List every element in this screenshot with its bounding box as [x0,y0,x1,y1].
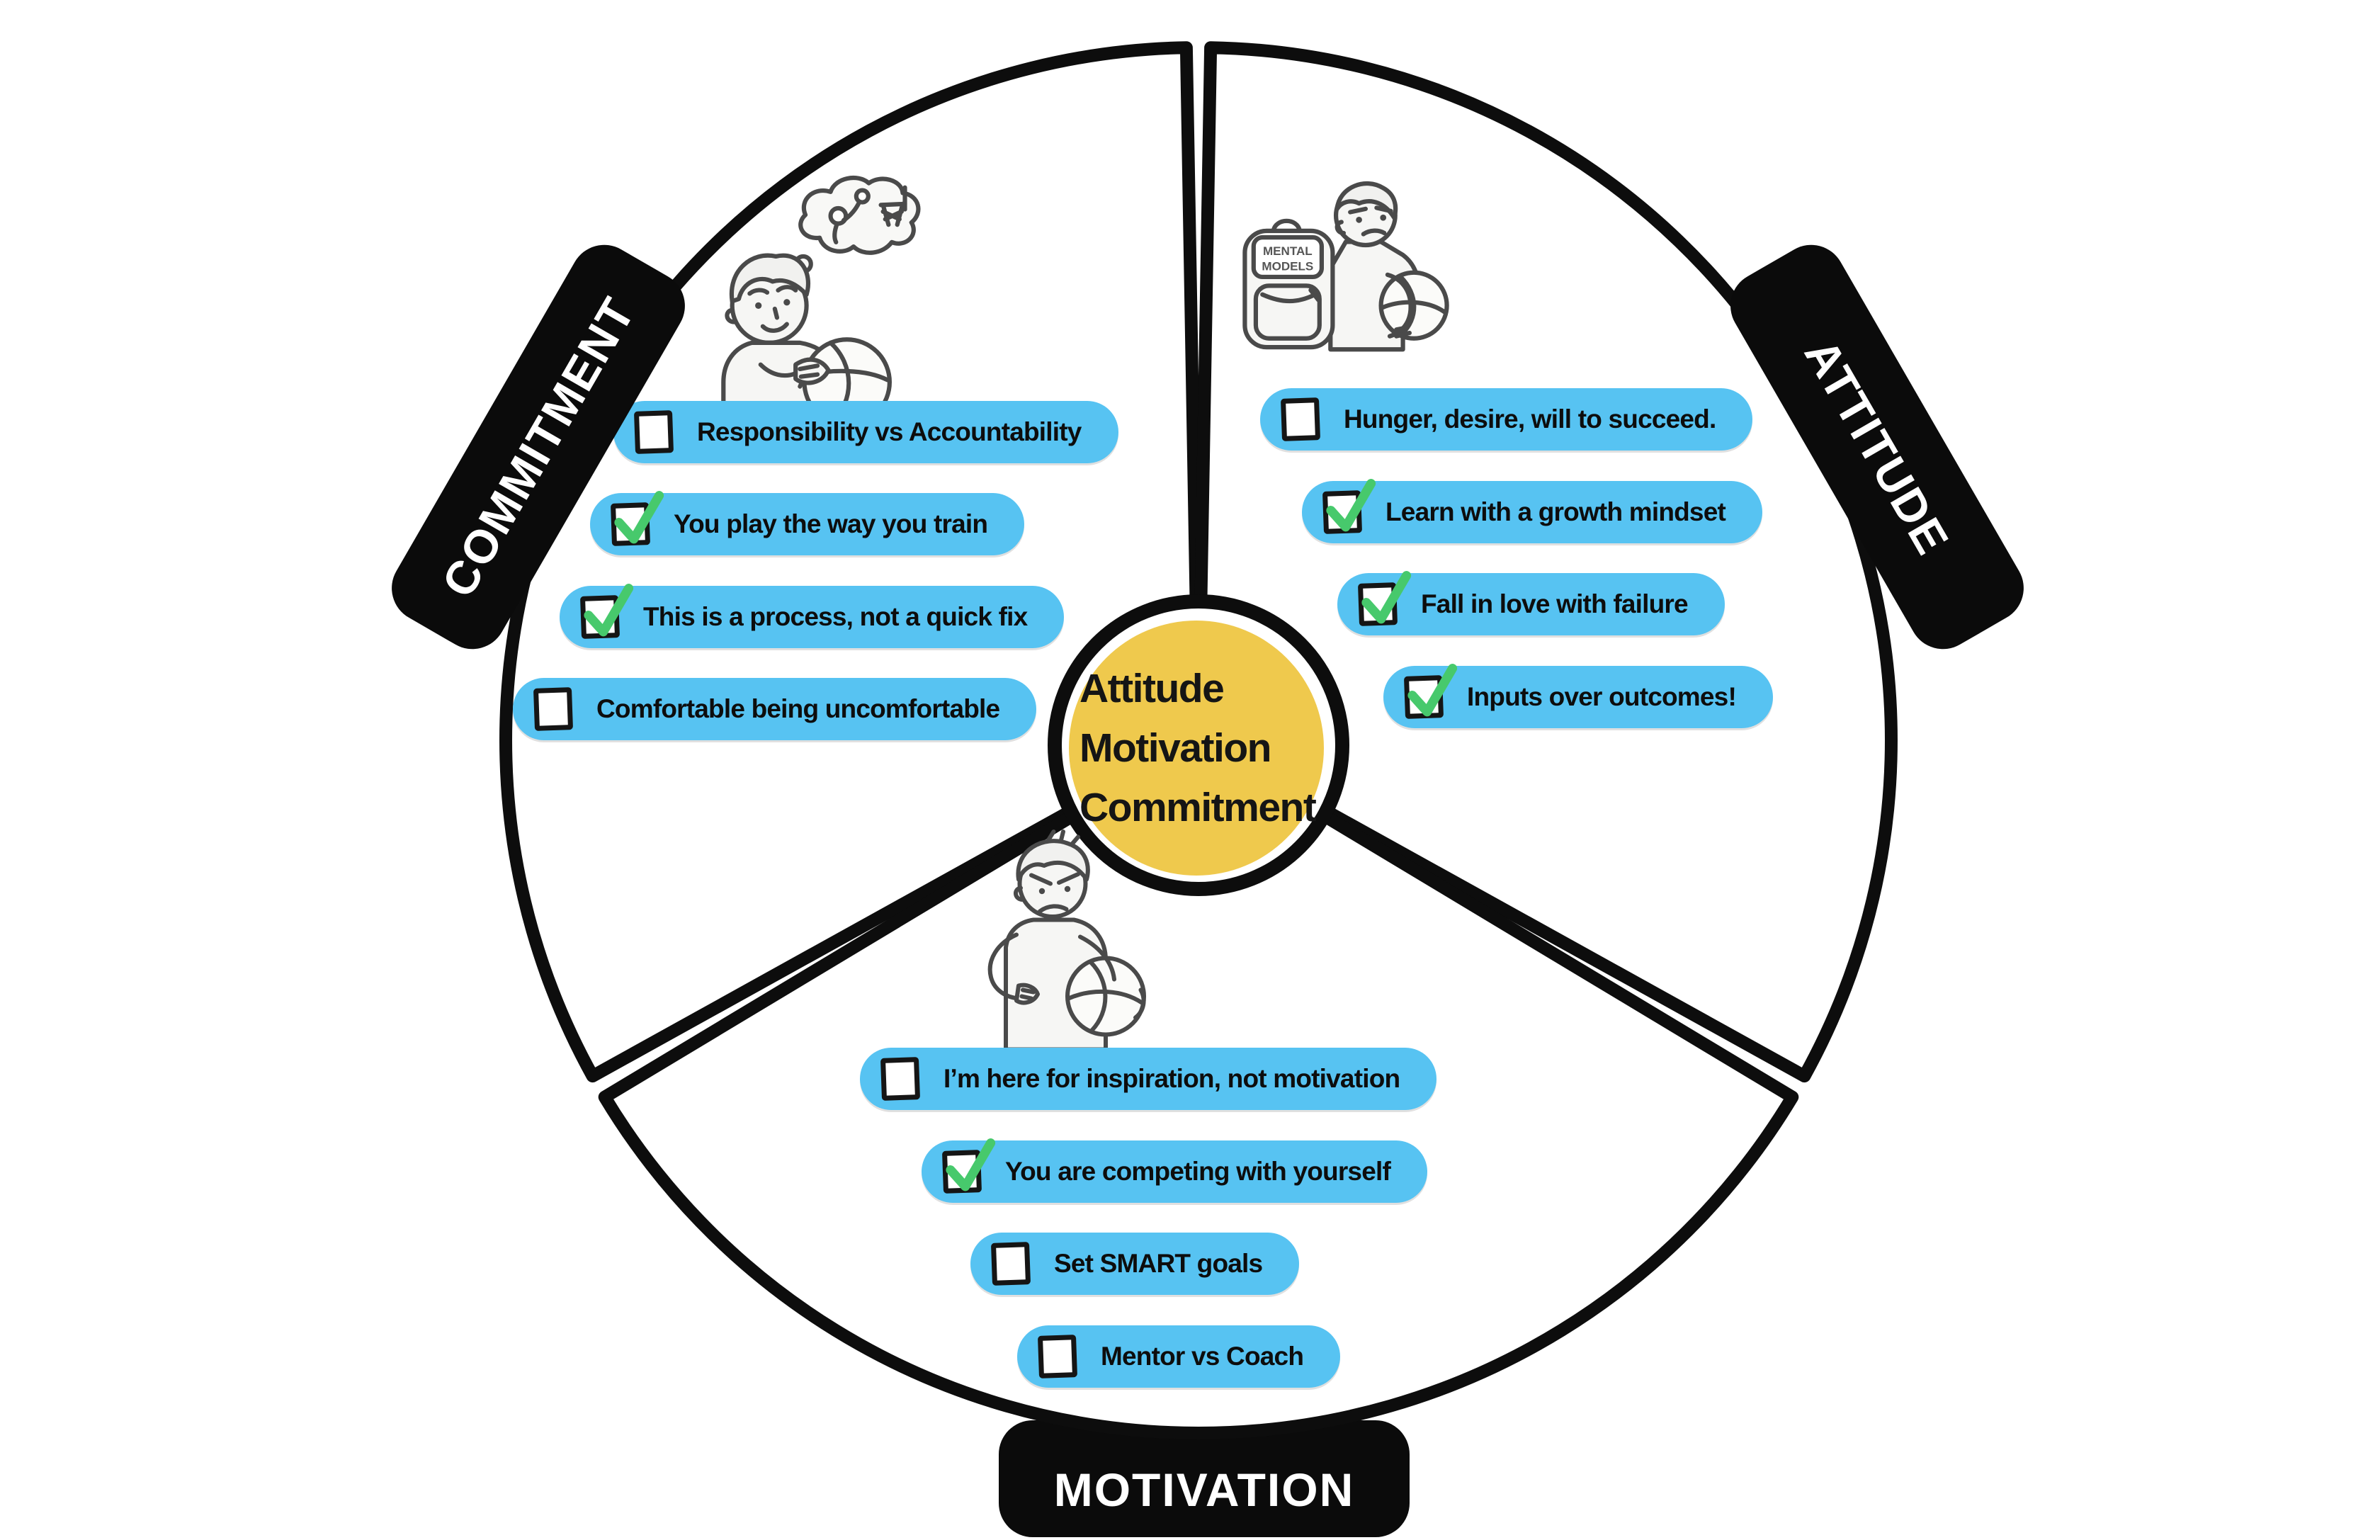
checkbox-icon[interactable] [633,410,674,454]
center-line: Attitude [1080,666,1225,711]
checkbox-icon[interactable] [579,584,634,639]
motivation-boy-illustration [987,830,1146,1052]
checklist-item-label: Mentor vs Coach [1101,1342,1304,1371]
center-title: Attitude Motivation Commitment [1080,659,1317,837]
checkmark-icon [584,584,634,637]
checkmark-icon [946,1138,996,1191]
checkbox-icon[interactable] [1403,664,1458,719]
checklist-item: Learn with a growth mindset [1302,479,1762,543]
checklist-item-label: You play the way you train [674,509,988,538]
checklist-item-label: Learn with a growth mindset [1386,497,1726,526]
checklist-item: Mentor vs Coach [1017,1325,1341,1388]
attitude-banner: ATTITUDE [1718,232,2036,662]
checklist-item: Fall in love with failure [1337,571,1725,635]
motivation-banner: MOTIVATION [999,1420,1410,1537]
checklist-item-label: Responsibility vs Accountability [697,417,1082,446]
checkbox-icon[interactable] [990,1242,1031,1286]
checkmark-icon [1326,479,1376,532]
checklist-item: You are competing with yourself [922,1138,1427,1203]
checkbox-icon[interactable] [941,1138,996,1194]
checklist-item: Comfortable being uncomfortable [513,678,1037,740]
checkbox-icon[interactable] [610,491,664,546]
checkmark-icon [1361,571,1412,624]
boy-figure [721,253,892,427]
center-line: Motivation [1080,725,1271,771]
backpack-label-line: MENTAL [1263,244,1313,258]
checklist-item: I’m here for inspiration, not motivation [860,1048,1437,1110]
checklist-item-label: You are competing with yourself [1005,1157,1391,1186]
checklist-item: You play the way you train [590,491,1025,555]
checkmark-icon [1407,664,1458,717]
checklist-item: Hunger, desire, will to succeed. [1260,388,1753,451]
checklist-item-label: Fall in love with failure [1421,589,1689,618]
checklist-item-label: This is a process, not a quick fix [643,602,1028,631]
checklist-item-label: Comfortable being uncomfortable [596,694,1000,723]
checklist-item-label: Inputs over outcomes! [1467,682,1737,711]
checkbox-icon[interactable] [533,687,574,731]
mini-basketball-icon [854,188,871,205]
checkbox-icon[interactable] [1357,571,1412,626]
checklist-item: This is a process, not a quick fix [560,584,1065,648]
checkmark-icon [614,491,664,544]
checklist-item: Inputs over outcomes! [1383,664,1773,728]
checklist-item-label: Set SMART goals [1054,1249,1263,1278]
backpack-icon: MENTAL MODELS [1242,218,1335,350]
checklist-item-label: Hunger, desire, will to succeed. [1344,404,1716,434]
checkbox-icon[interactable] [1280,397,1321,441]
checklist-item: Set SMART goals [970,1233,1300,1295]
checklist-item: Responsibility vs Accountability [613,401,1118,463]
checkbox-icon[interactable] [1322,479,1376,534]
checklist-item-label: I’m here for inspiration, not motivation [944,1064,1400,1093]
center-line: Commitment [1080,785,1317,830]
basketball-icon [1378,270,1449,341]
checkbox-icon[interactable] [1037,1335,1078,1378]
checkbox-icon[interactable] [880,1057,921,1101]
attitude-boy-illustration: MENTAL MODELS [1242,181,1449,352]
commitment-boy-illustration [721,176,921,427]
backpack-label-line: MODELS [1262,260,1313,273]
